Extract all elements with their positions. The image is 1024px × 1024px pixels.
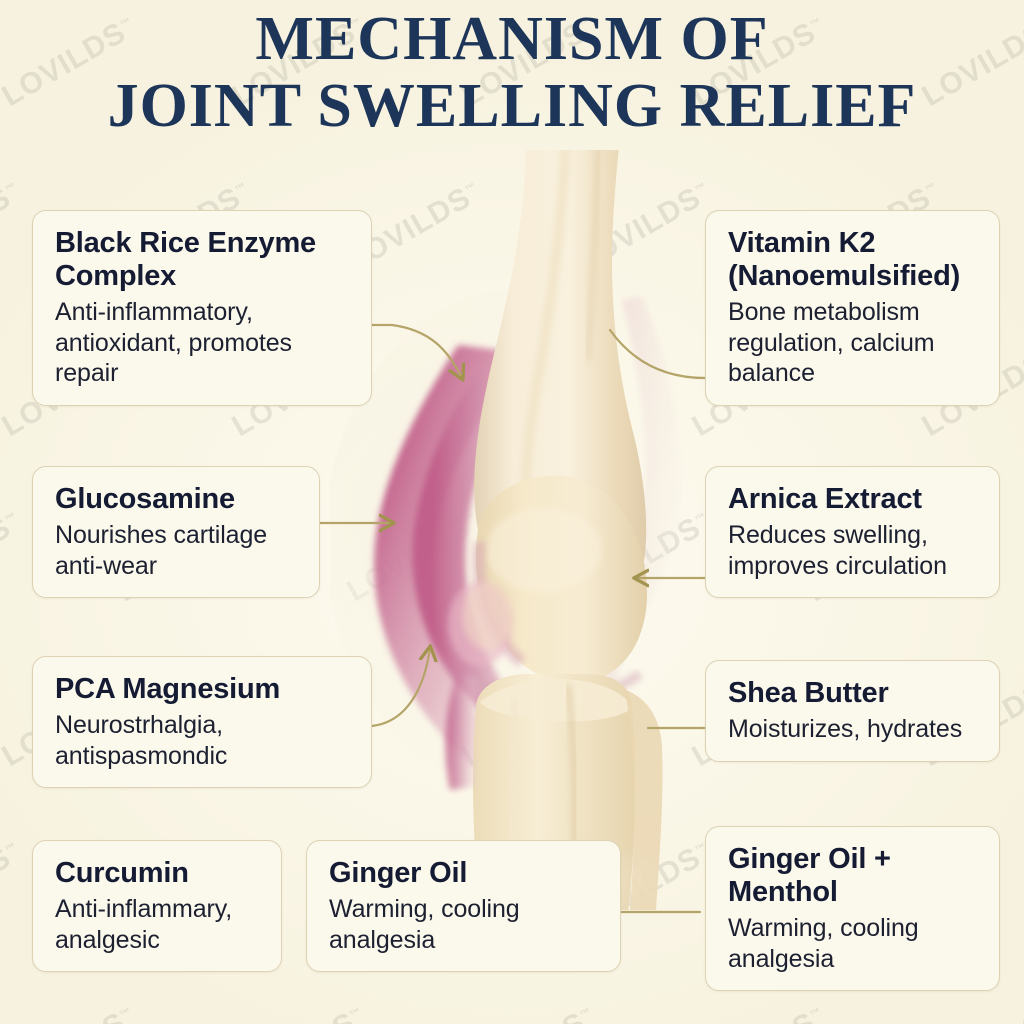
watermark-text: LOVILDS™ <box>226 1005 365 1024</box>
card-title: Ginger Oil <box>329 857 468 889</box>
card-pca-magnesium[interactable]: PCA Magnesium Neurostrhalgia, antispasmo… <box>32 656 372 789</box>
watermark-text: LOVILDS™ <box>686 1005 825 1024</box>
card-title: Shea Butter <box>728 677 889 709</box>
page-title: MECHANISM OF JOINT SWELLING RELIEF <box>0 6 1024 140</box>
card-title: PCA Magnesium <box>55 673 281 705</box>
card-description: Bone metabolism regulation, calcium bala… <box>728 298 935 388</box>
card-shea-butter[interactable]: Shea Butter Moisturizes, hydrates <box>705 660 1000 762</box>
card-arnica-extract[interactable]: Arnica Extract Reduces swelling, improve… <box>705 466 1000 599</box>
card-title: Curcumin <box>55 857 189 889</box>
card-description: Anti-inflammatory, antioxidant, promotes… <box>55 298 292 388</box>
knee-joint-illustration <box>330 150 720 910</box>
card-ginger-oil-menthol[interactable]: Ginger Oil + Menthol Warming, cooling an… <box>705 826 1000 992</box>
card-description: Reduces swelling, improves circulation <box>728 521 947 580</box>
watermark-text: LOVILDS™ <box>0 840 20 939</box>
card-title: Vitamin K2 (Nanoemulsified) <box>728 227 961 293</box>
card-vitamin-k2[interactable]: Vitamin K2 (Nanoemulsified) Bone metabol… <box>705 210 1000 406</box>
card-title: Ginger Oil + Menthol <box>728 843 891 909</box>
card-title: Arnica Extract <box>728 483 922 515</box>
card-glucosamine[interactable]: Glucosamine Nourishes cartilage anti-wea… <box>32 466 320 599</box>
card-black-rice-enzyme-complex[interactable]: Black Rice Enzyme Complex Anti-inflammat… <box>32 210 372 406</box>
title-line-2: JOINT SWELLING RELIEF <box>107 71 917 140</box>
card-description: Warming, cooling analgesia <box>329 895 520 954</box>
card-curcumin[interactable]: Curcumin Anti-inflammary, analgesic <box>32 840 282 973</box>
card-description: Anti-inflammary, analgesic <box>55 895 233 954</box>
watermark-text: LOVILDS™ <box>0 510 20 609</box>
watermark-text: LOVILDS™ <box>0 1005 135 1024</box>
card-title: Black Rice Enzyme Complex <box>55 227 316 293</box>
title-line-1: MECHANISM OF <box>255 5 769 73</box>
watermark-text: LOVILDS™ <box>456 1005 595 1024</box>
card-ginger-oil[interactable]: Ginger Oil Warming, cooling analgesia <box>306 840 621 973</box>
card-description: Neurostrhalgia, antispasmondic <box>55 711 228 770</box>
card-description: Warming, cooling analgesia <box>728 914 919 973</box>
card-description: Nourishes cartilage anti-wear <box>55 521 268 580</box>
watermark-text: LOVILDS™ <box>0 180 20 279</box>
card-description: Moisturizes, hydrates <box>728 715 963 744</box>
card-title: Glucosamine <box>55 483 235 515</box>
watermark-text: LOVILDS™ <box>916 1000 1024 1024</box>
